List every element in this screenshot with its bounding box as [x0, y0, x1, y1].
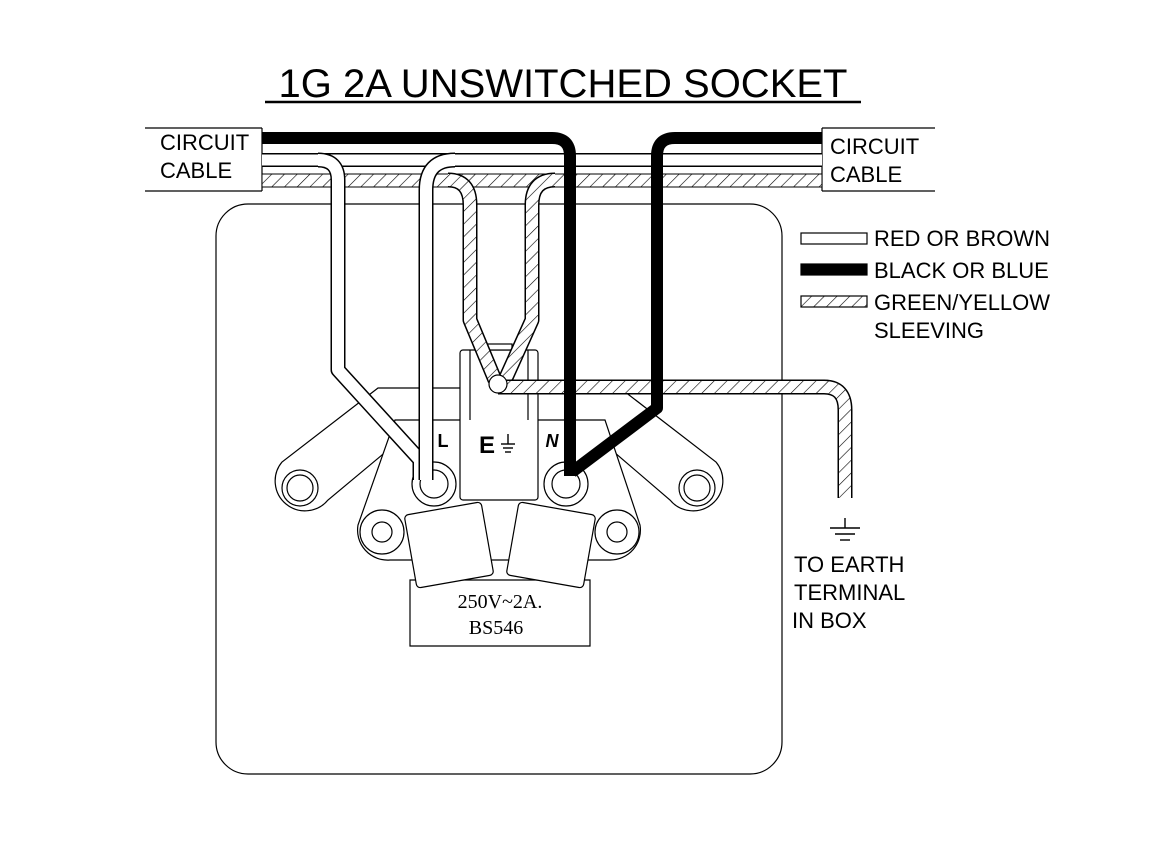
earth-note-3: IN BOX	[792, 608, 867, 633]
cable-left-label-2: CABLE	[160, 158, 232, 183]
wire-live-left	[317, 152, 428, 480]
legend-swatch-green	[800, 295, 868, 308]
wire-neutral	[262, 132, 822, 477]
terminal-live-label: L	[438, 431, 449, 451]
earth-symbol-icon	[501, 434, 515, 453]
diagram-title: 1G 2A UNSWITCHED SOCKET	[279, 62, 848, 106]
legend-green-label-2: SLEEVING	[874, 318, 984, 343]
legend-black-label: BLACK OR BLUE	[874, 258, 1049, 283]
rating-standard: BS546	[469, 617, 523, 639]
legend-swatch-black	[800, 263, 868, 276]
earth-note-2: TERMINAL	[794, 580, 905, 605]
cable-right-label-2: CABLE	[830, 162, 902, 187]
earth-note-1: TO EARTH	[794, 552, 904, 577]
terminal-earth-label: E	[479, 432, 495, 459]
earth-terminal-screw	[488, 374, 508, 394]
ground-symbol-icon	[830, 518, 860, 541]
wire-earth-right	[498, 172, 556, 384]
legend-green-label-1: GREEN/YELLOW	[874, 290, 1050, 315]
wire-earth-left	[447, 172, 502, 383]
legend-swatch-red	[800, 232, 868, 245]
rating-voltage: 250V~2A.	[458, 591, 543, 613]
cable-right-label-1: CIRCUIT	[830, 134, 919, 159]
legend-red-label: RED OR BROWN	[874, 226, 1050, 251]
wire-live-right	[418, 152, 456, 480]
legend: RED OR BROWN BLACK OR BLUE GREEN/YELLOW …	[800, 226, 1050, 343]
terminal-neutral-label: N	[546, 431, 560, 451]
cable-left-label-1: CIRCUIT	[160, 130, 249, 155]
wire-earth-to-box	[498, 379, 853, 498]
